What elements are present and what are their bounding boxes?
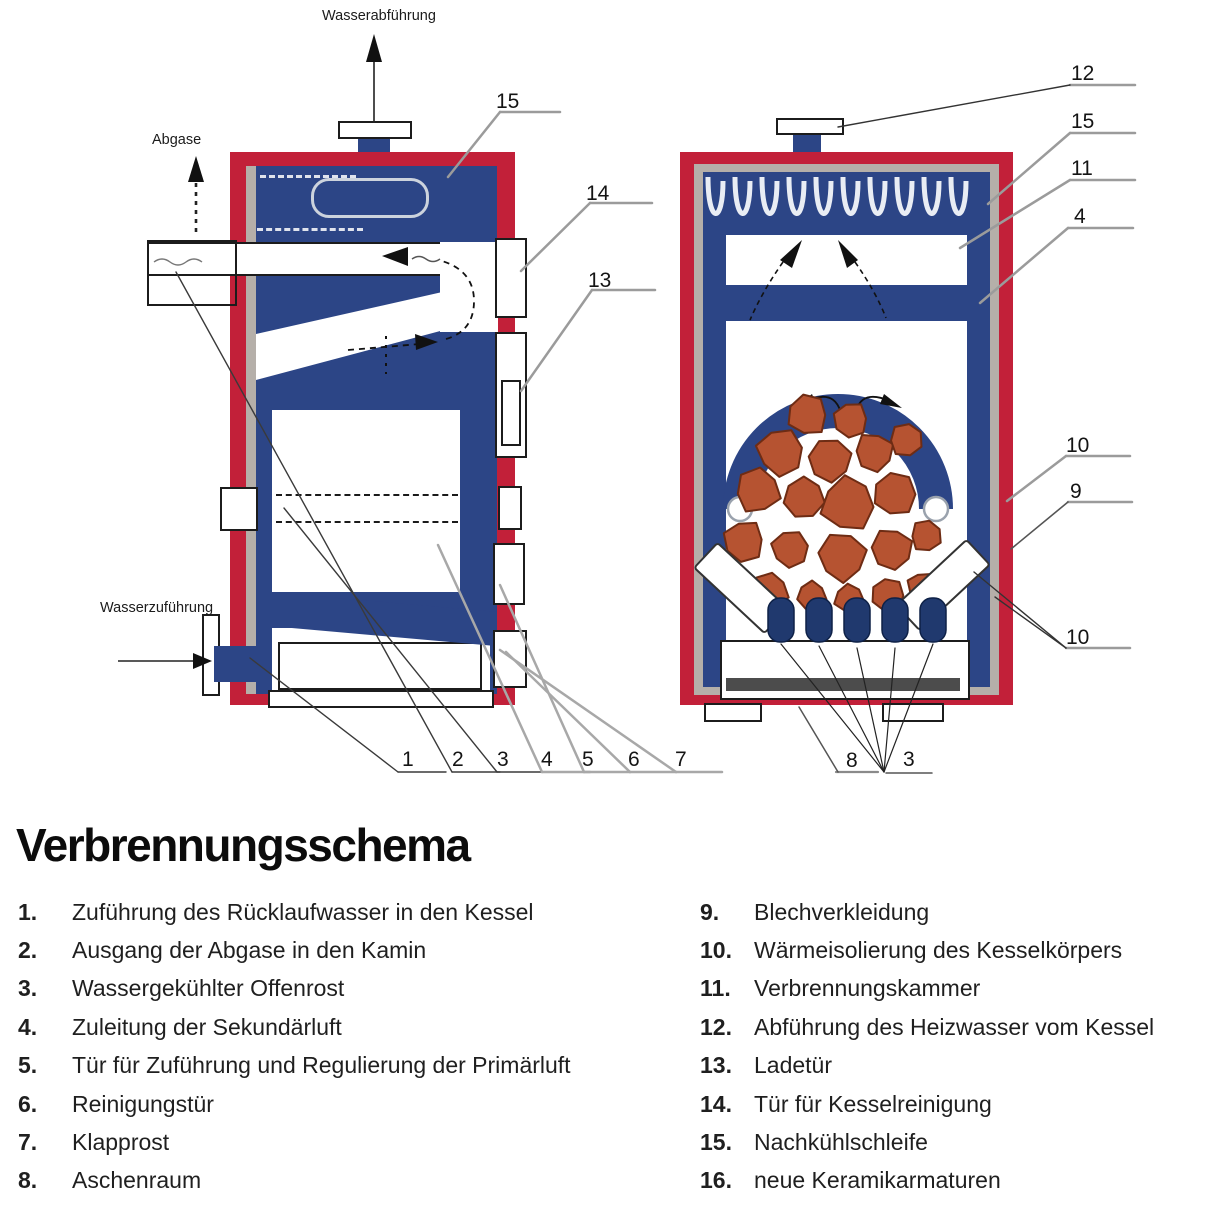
callout-11: 11 [1071, 157, 1093, 180]
callout-3-right: 3 [903, 748, 915, 771]
legend-item-label: Klapprost [72, 1129, 170, 1156]
legend-item-number: 5. [18, 1052, 38, 1079]
callout-14: 14 [586, 182, 610, 205]
legend-item-number: 15. [700, 1129, 732, 1156]
callout-8: 8 [846, 749, 858, 772]
legend-item-number: 7. [18, 1129, 38, 1156]
legend-item-2: 2. Ausgang der Abgase in den Kamin [18, 931, 678, 969]
right-wall-stub [498, 486, 522, 530]
diagram-overlay [118, 34, 1137, 774]
door-kettle-cleaning [495, 238, 527, 318]
callout-13: 13 [588, 269, 612, 292]
callout-1: 1 [402, 748, 414, 771]
left-boiler-weld-mark-2 [257, 228, 363, 231]
chamber-top-beam [726, 285, 967, 321]
legend-item-label: Reinigungstür [72, 1090, 214, 1117]
label-water-out: Wasserabführung [322, 8, 436, 24]
ash-pan [720, 640, 970, 700]
legend-item-label: Tür für Kesselreinigung [754, 1090, 992, 1117]
legend-item-3: 3. Wassergekühlter Offenrost [18, 970, 678, 1008]
exhaust-duct [147, 240, 237, 306]
legend-item-label: Ladetür [754, 1052, 833, 1079]
callout-4-left: 4 [541, 748, 553, 771]
legend-item-number: 13. [700, 1052, 732, 1079]
legend-item-label: Abführung des Heizwasser vom Kessel [754, 1013, 1155, 1040]
left-boiler-cooling-loop [311, 178, 429, 218]
legend-item-11: 11. Verbrennungskammer [700, 970, 1214, 1008]
legend-item-number: 16. [700, 1167, 732, 1194]
legend-item-14: 14. Tür für Kesselreinigung [700, 1085, 1214, 1123]
legend-item-label: Verbrennungskammer [754, 975, 981, 1002]
callout-15-right: 15 [1071, 110, 1095, 133]
legend-item-6: 6. Reinigungstür [18, 1085, 678, 1123]
legend-item-13: 13. Ladetür [700, 1047, 1214, 1085]
legend-item-10: 10. Wärmeisolierung des Kesselkörpers [700, 931, 1214, 969]
left-boiler-top-flange [338, 121, 412, 139]
callout-10-lower: 10 [1066, 626, 1090, 649]
legend-right-column: 9. Blechverkleidung 10. Wärmeisolierung de… [700, 893, 1214, 1200]
callout-6: 6 [628, 748, 640, 771]
water-inlet-pipe [214, 646, 272, 682]
left-wall-stub [220, 487, 258, 531]
legend-item-4: 4. Zuleitung der Sekundärluft [18, 1008, 678, 1046]
legend-item-number: 14. [700, 1090, 732, 1117]
callout-15-left: 15 [496, 90, 520, 113]
left-boiler-base [268, 690, 494, 708]
legend-item-label: neue Keramikarmaturen [754, 1167, 1001, 1194]
legend-item-number: 11. [700, 975, 731, 1002]
door-primary-air [493, 543, 525, 605]
legend-item-label: Tür für Zuführung und Regulierung der Pr… [72, 1052, 571, 1079]
legend-item-9: 9. Blechverkleidung [700, 893, 1214, 931]
legend-item-1: 1. Zuführung des Rücklaufwasser in den Ke… [18, 893, 678, 931]
right-boiler-leg-left [704, 703, 762, 722]
legend-item-label: Nachkühlschleife [754, 1129, 928, 1156]
label-water-in: Wasserzuführung [100, 600, 214, 616]
right-boiler-leg-right [882, 703, 944, 722]
legend-item-5: 5. Tür für Zuführung und Regulierung der … [18, 1047, 678, 1085]
callout-9: 9 [1070, 480, 1082, 503]
legend-item-label: Zuführung des Rücklaufwasser in den Kess… [72, 898, 534, 925]
legend-item-7: 7. Klapprost [18, 1123, 678, 1161]
ash-drawer [278, 642, 482, 690]
page-title: Verbrennungsschema [16, 819, 471, 871]
grate-dashed-upper [276, 494, 458, 496]
legend-item-number: 1. [18, 898, 38, 925]
door-cleaning [493, 630, 527, 688]
callout-12: 12 [1071, 62, 1095, 85]
callout-3-left: 3 [497, 748, 509, 771]
legend-item-number: 6. [18, 1090, 38, 1117]
legend-item-number: 8. [18, 1167, 38, 1194]
legend-item-15: 15. Nachkühlschleife [700, 1123, 1214, 1161]
left-boiler-weld-mark-1 [260, 175, 356, 178]
callout-7: 7 [675, 748, 687, 771]
callout-10-upper: 10 [1066, 434, 1090, 457]
legend-item-label: Blechverkleidung [754, 898, 930, 925]
legend-item-number: 3. [18, 975, 38, 1002]
label-abgase: Abgase [152, 132, 202, 148]
door-loading-handle [501, 380, 521, 446]
legend-item-label: Zuleitung der Sekundärluft [72, 1013, 342, 1040]
callout-5: 5 [582, 748, 594, 771]
legend-item-label: Ausgang der Abgase in den Kamin [72, 937, 427, 964]
legend-item-label: Wärmeisolierung des Kesselkörpers [754, 937, 1123, 964]
legend-item-16: 16. neue Keramikarmaturen [700, 1162, 1214, 1200]
legend-item-number: 4. [18, 1013, 38, 1040]
legend-item-number: 2. [18, 937, 38, 964]
loading-chamber [272, 410, 460, 592]
legend-item-label: Wassergekühlter Offenrost [72, 975, 345, 1002]
callout-2: 2 [452, 748, 464, 771]
legend-item-number: 12. [700, 1013, 732, 1040]
right-boiler-top-flange [776, 118, 844, 135]
ash-layer [726, 678, 960, 691]
legend-item-number: 10. [700, 937, 732, 964]
legend-item-label: Aschenraum [72, 1167, 202, 1194]
legend-item-12: 12. Abführung des Heizwasser vom Kessel [700, 1008, 1214, 1046]
legend-item-8: 8. Aschenraum [18, 1162, 678, 1200]
callout-4-right: 4 [1074, 205, 1086, 228]
legend-item-number: 9. [700, 898, 720, 925]
grate-dashed-lower [276, 521, 458, 523]
legend-left-column: 1. Zuführung des Rücklaufwasser in den Ke… [18, 893, 678, 1200]
